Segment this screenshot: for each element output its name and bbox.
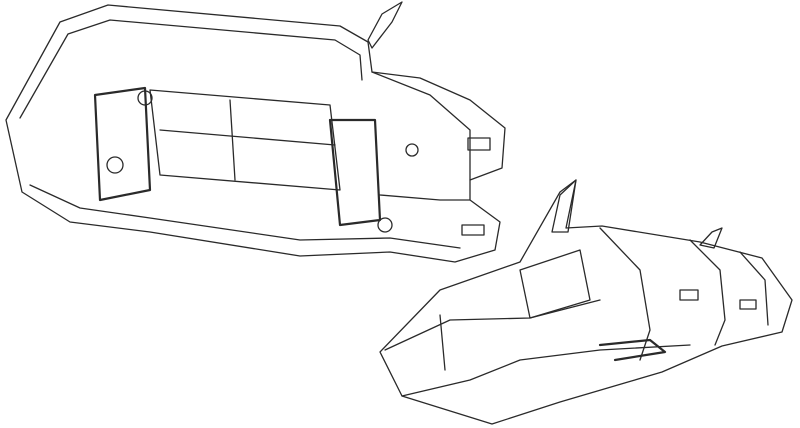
ship-2-vent bbox=[739, 299, 757, 310]
ship-1-mechanism-left bbox=[93, 86, 152, 202]
ship-2-intake bbox=[598, 338, 667, 362]
ship-1-joint bbox=[106, 156, 124, 174]
ship-2-engine-segment bbox=[689, 239, 726, 346]
ship-1-panel-line bbox=[159, 129, 336, 146]
ship-side-view bbox=[379, 179, 793, 425]
ship-2-panel-line bbox=[439, 314, 446, 371]
ship-1-joint bbox=[377, 217, 393, 233]
ship-1-fin bbox=[367, 1, 403, 49]
ship-1-top-edge bbox=[19, 19, 363, 119]
ship-2-nose-edge bbox=[384, 299, 601, 351]
ship-1-joint bbox=[405, 143, 419, 157]
ship-2-hull-outline bbox=[379, 179, 793, 425]
ship-1-vent bbox=[461, 224, 485, 236]
ship-1-joint bbox=[137, 90, 153, 106]
ship-1-engine-pod-lower bbox=[379, 194, 471, 201]
ship-1-bottom-edge bbox=[29, 184, 461, 249]
ship-1-panel-line bbox=[229, 99, 236, 181]
ship-2-rear-fin bbox=[699, 227, 723, 249]
ship-2-keel bbox=[401, 344, 691, 397]
ship-1-center-panel bbox=[149, 89, 341, 191]
ship-2-engine-segment bbox=[739, 251, 769, 326]
ship-underside-view bbox=[5, 1, 506, 263]
ship-2-fin bbox=[551, 179, 577, 233]
ship-2-vent bbox=[679, 289, 699, 301]
ship-1-vent bbox=[467, 137, 491, 151]
ship-2-canopy bbox=[519, 249, 591, 319]
ship-1-engine-pod-upper bbox=[371, 71, 471, 181]
ship-2-engine-segment bbox=[599, 227, 651, 361]
